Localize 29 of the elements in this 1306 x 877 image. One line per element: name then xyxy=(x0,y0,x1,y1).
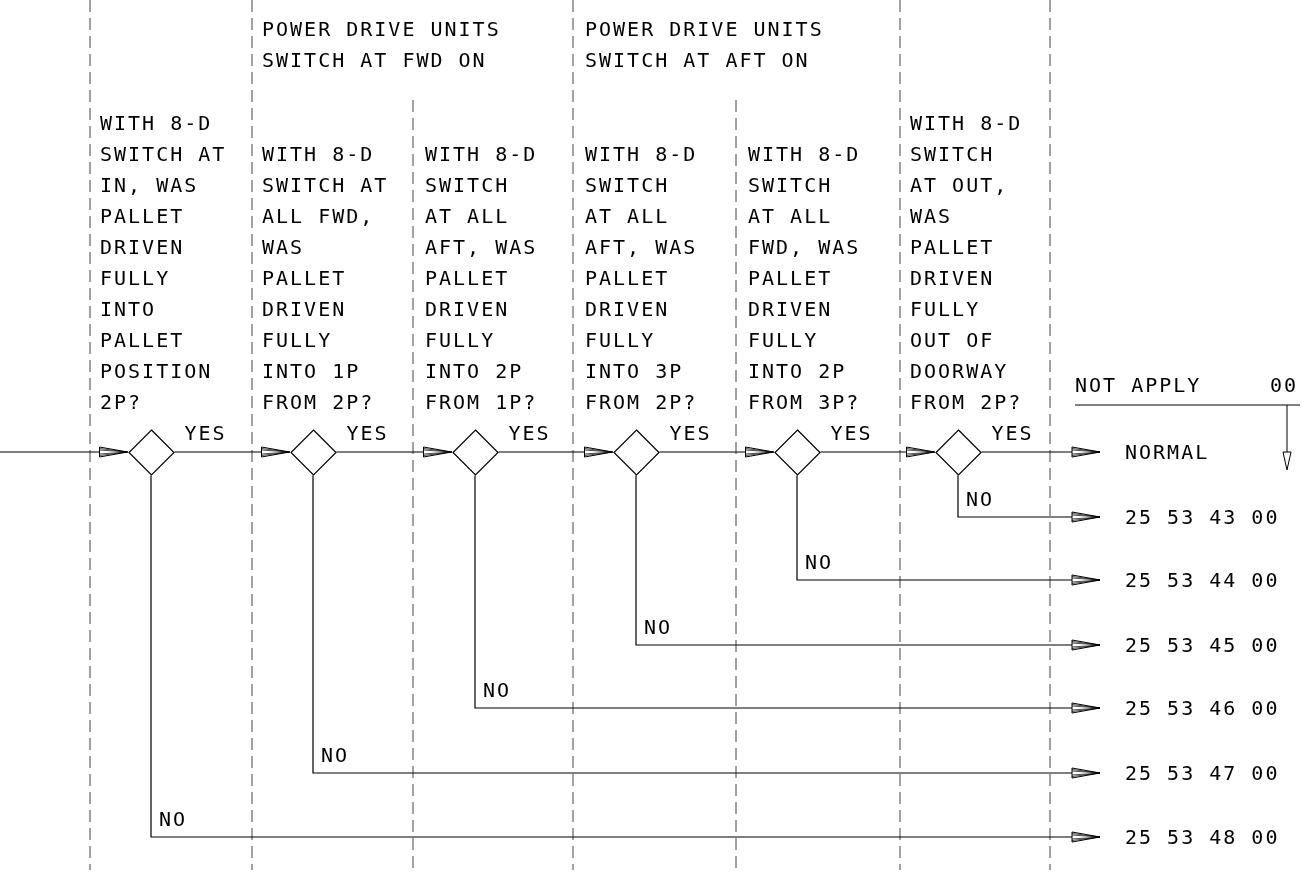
decision-diamond xyxy=(773,428,821,476)
question-text: WITH 8-D SWITCH AT IN, WAS PALLET DRIVEN FULLY INTO PALLET POSITION 2P? xyxy=(100,110,228,416)
question-text: WITH 8-D SWITCH AT ALL FWD, WAS PALLET DRIVEN FULLY INTO 1P FROM 2P? xyxy=(262,141,390,416)
outcome-code: 25 53 44 00 xyxy=(1100,565,1280,595)
decision-diamond xyxy=(451,428,499,476)
decision-diamond xyxy=(612,428,660,476)
outcome-code: 25 53 43 00 xyxy=(1100,502,1280,532)
column-heading: NOT APPLY xyxy=(1075,372,1202,399)
arrow xyxy=(796,474,1101,586)
question-text: WITH 8-D SWITCH AT OUT, WAS PALLET DRIVEN FULLY OUT OF DOORWAY FROM 2P? xyxy=(910,110,1024,416)
outcome-code: 25 53 46 00 xyxy=(1100,693,1280,723)
group-heading: POWER DRIVE UNITS SWITCH AT FWD ON xyxy=(262,16,502,74)
decision-diamond xyxy=(934,428,982,476)
decision-diamond xyxy=(127,428,175,476)
arrow xyxy=(0,446,129,458)
group-heading: POWER DRIVE UNITS SWITCH AT AFT ON xyxy=(585,16,825,74)
arrow xyxy=(980,446,1101,458)
column-heading: 00 xyxy=(1270,372,1299,399)
question-text: WITH 8-D SWITCH AT ALL AFT, WAS PALLET DRIVEN FULLY INTO 3P FROM 2P? xyxy=(585,141,699,416)
arrow xyxy=(819,446,936,458)
arrow xyxy=(474,474,1101,714)
decision-diamond xyxy=(289,428,337,476)
outcome-code: 25 53 45 00 xyxy=(1100,630,1280,660)
outcome-code: NORMAL xyxy=(1100,437,1210,467)
arrow xyxy=(497,446,614,458)
question-text: WITH 8-D SWITCH AT ALL FWD, WAS PALLET DRIVEN FULLY INTO 2P FROM 3P? xyxy=(748,141,862,416)
outcome-code: 25 53 47 00 xyxy=(1100,758,1280,788)
question-text: WITH 8-D SWITCH AT ALL AFT, WAS PALLET DRIVEN FULLY INTO 2P FROM 1P? xyxy=(425,141,539,416)
outcome-code: 25 53 48 00 xyxy=(1100,822,1280,852)
